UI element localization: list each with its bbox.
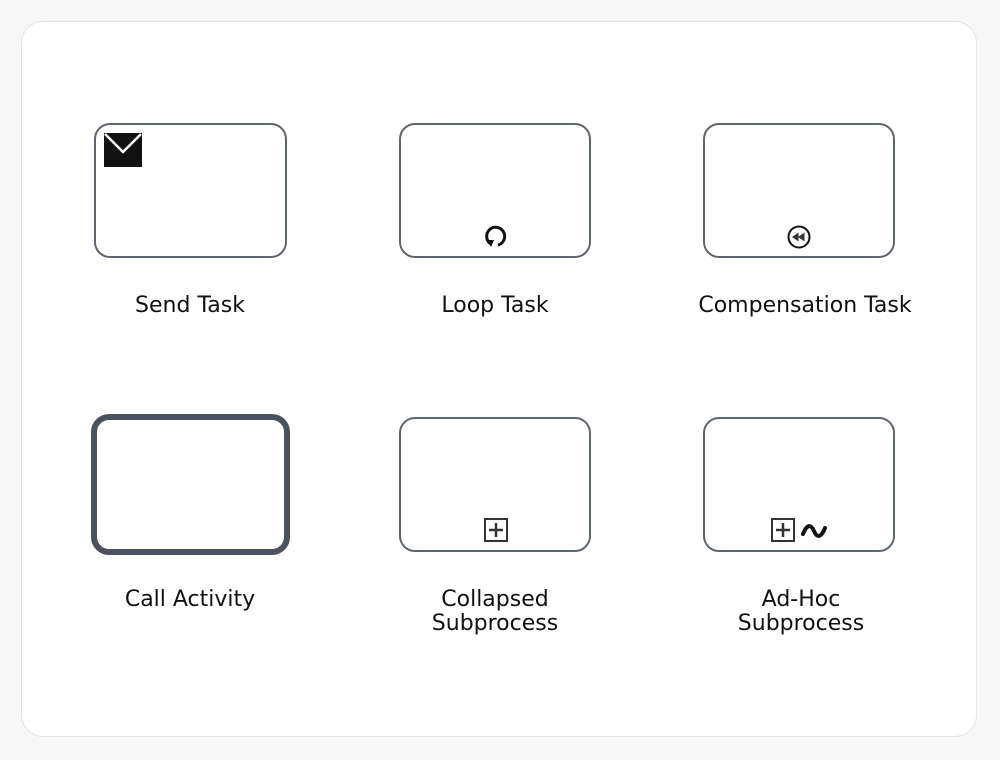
adhoc-subprocess-shape[interactable] <box>703 417 895 552</box>
compensation-task-label: Compensation Task <box>698 293 912 318</box>
send-task-label: Send Task <box>135 293 245 318</box>
call-activity-shape[interactable] <box>91 414 290 555</box>
collapsed-subprocess-shape[interactable] <box>399 417 591 552</box>
adhoc-subprocess-label: Ad-Hoc Subprocess <box>737 587 865 636</box>
loop-task-shape[interactable] <box>399 123 591 258</box>
compensation-task-shape[interactable] <box>703 123 895 258</box>
plus-box-icon <box>484 518 508 542</box>
tilde-icon <box>801 524 827 538</box>
loop-task-label: Loop Task <box>441 293 549 318</box>
compensation-icon <box>787 225 811 249</box>
envelope-icon <box>104 133 142 167</box>
send-task-shape[interactable] <box>94 123 287 258</box>
plus-box-icon <box>771 518 795 542</box>
loop-icon <box>485 225 507 247</box>
collapsed-subprocess-label: Collapsed Subprocess <box>431 587 559 636</box>
call-activity-label: Call Activity <box>124 587 256 612</box>
